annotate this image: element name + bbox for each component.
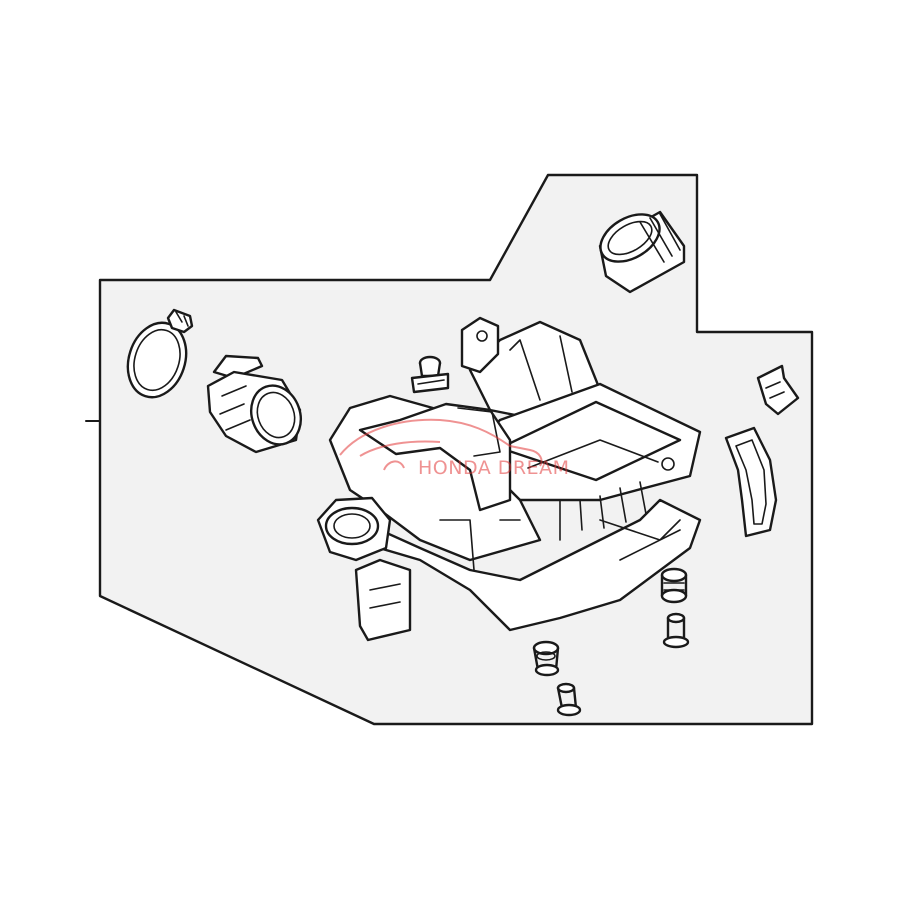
honda-dream-watermark: HONDA DREAM — [339, 418, 570, 479]
lid-clip-part[interactable] — [756, 364, 800, 416]
intake-tube-joint-part[interactable] — [206, 354, 309, 454]
mount-rubber-right-part[interactable] — [660, 567, 688, 604]
breather-grommet-part[interactable] — [410, 355, 450, 394]
hose-clamp-part[interactable] — [119, 308, 196, 405]
mount-rubber-left-part[interactable] — [532, 640, 560, 677]
mount-collar-left-part[interactable] — [556, 682, 582, 717]
watermark-car-logo — [339, 418, 543, 471]
intake-rubber-seal-part[interactable] — [592, 205, 686, 294]
mount-collar-right-part[interactable] — [662, 612, 690, 649]
resonator-seal-part[interactable] — [724, 426, 778, 538]
watermark-text: HONDA DREAM — [418, 457, 570, 479]
air-cleaner-case-part[interactable] — [316, 316, 702, 642]
